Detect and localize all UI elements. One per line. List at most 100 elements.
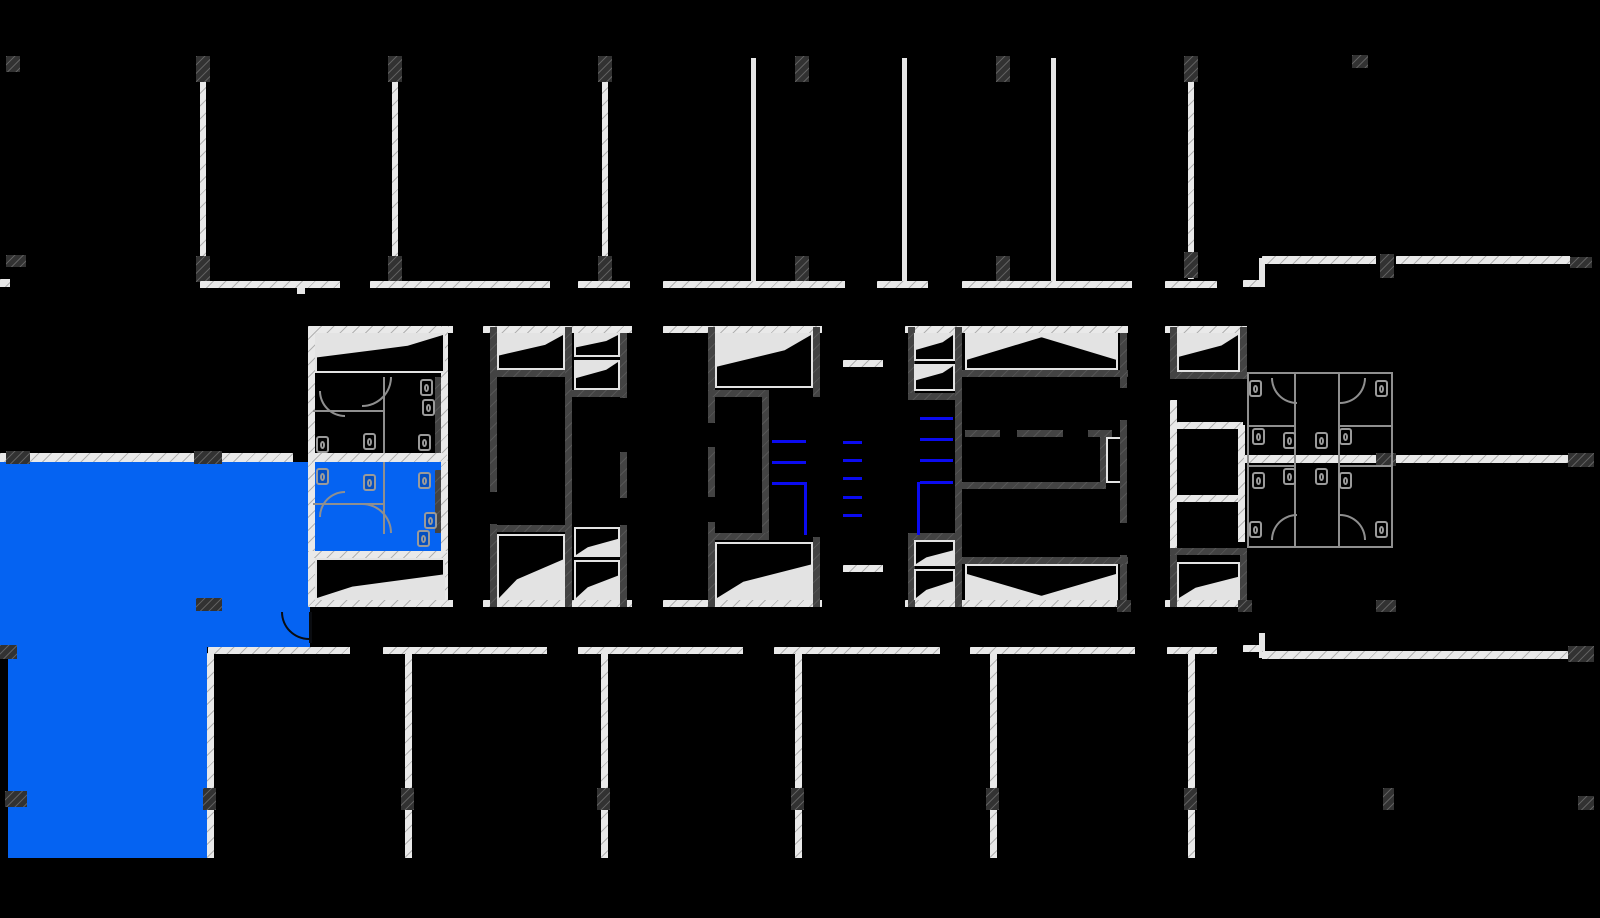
- column: [598, 256, 612, 282]
- column: [597, 788, 610, 810]
- core-wall: [620, 525, 627, 607]
- room-glazing-wedge: [499, 335, 563, 356]
- room-glazing-wedge: [916, 550, 953, 564]
- restroom-partition: [1247, 372, 1249, 548]
- core-room: [1177, 562, 1240, 600]
- restroom-wall: [308, 326, 315, 607]
- toilet-fixture: [1375, 521, 1388, 538]
- core-room: [914, 333, 955, 361]
- toilet-fixture: [1315, 432, 1328, 449]
- restroom-partition: [1294, 372, 1296, 455]
- toilet-fixture: [363, 474, 376, 491]
- highlighted-space-upper[interactable]: [0, 462, 310, 647]
- stair-tread: [772, 461, 806, 464]
- restroom-wall: [441, 326, 448, 607]
- column: [388, 256, 402, 282]
- corridor-wall: [1165, 281, 1217, 288]
- perimeter-wall: [1262, 256, 1376, 264]
- toilet-fixture: [1315, 468, 1328, 485]
- shaft-stub-wall: [843, 565, 883, 572]
- column: [986, 788, 999, 810]
- core-wall: [308, 326, 453, 333]
- perimeter-wall: [1262, 651, 1570, 659]
- core-wall: [1100, 437, 1106, 483]
- demising-wall: [1188, 80, 1194, 279]
- shaft-line: [843, 441, 862, 444]
- toilet-fixture: [424, 512, 437, 529]
- room-glazing-wedge: [916, 366, 953, 381]
- perimeter-step-wall: [1259, 258, 1265, 287]
- room-glazing-wedge: [317, 574, 443, 598]
- column: [1117, 600, 1131, 612]
- stair-tread: [920, 459, 953, 462]
- toilet-fixture: [1252, 428, 1265, 445]
- demising-wall: [392, 80, 398, 283]
- core-room: [574, 527, 620, 557]
- column: [1352, 55, 1368, 68]
- stair-wall: [708, 390, 769, 397]
- restroom-partition: [1249, 465, 1294, 467]
- core-wall: [1120, 555, 1127, 607]
- toilet-fixture: [1249, 521, 1262, 538]
- highlighted-space-lower[interactable]: [8, 647, 207, 858]
- toilet-fixture: [1375, 380, 1388, 397]
- perimeter-wall: [1396, 256, 1570, 264]
- core-wall: [1177, 422, 1243, 429]
- core-wall: [497, 370, 565, 377]
- column: [1570, 257, 1592, 268]
- stair-wall: [708, 522, 715, 607]
- core-wall: [1240, 555, 1247, 607]
- core-room: [574, 560, 620, 600]
- core-wall: [1165, 600, 1247, 607]
- perimeter-step-wall: [1243, 280, 1260, 287]
- demising-wall: [200, 80, 206, 283]
- column: [5, 791, 27, 807]
- shaft-stub-wall: [843, 360, 883, 367]
- toilet-fixture: [1249, 380, 1262, 397]
- column: [194, 451, 222, 464]
- core-wall: [1170, 400, 1177, 555]
- core-wall: [620, 333, 627, 398]
- room-glazing-wedge: [576, 362, 618, 379]
- core-wall: [497, 525, 565, 532]
- core-wall: [1165, 326, 1247, 333]
- core-wall: [663, 326, 822, 333]
- column: [1568, 646, 1594, 662]
- restroom-center-wall: [1396, 455, 1570, 463]
- stair-wall: [908, 327, 915, 397]
- stair-wall: [708, 533, 769, 540]
- room-glazing-wedge: [916, 335, 953, 350]
- core-room: [965, 564, 1118, 600]
- stair-tread: [772, 440, 806, 443]
- room-glazing-wedge: [576, 575, 618, 598]
- room-glazing-wedge: [717, 564, 811, 598]
- corridor-wall: [578, 647, 743, 654]
- stair-wall: [955, 327, 962, 607]
- door-swing-arc: [1340, 378, 1366, 404]
- stair-wall: [708, 327, 715, 423]
- corridor-wall: [970, 647, 1135, 654]
- restroom-partition: [1391, 372, 1393, 548]
- core-wall: [1088, 430, 1112, 437]
- shaft-line: [843, 459, 862, 462]
- column: [1184, 788, 1197, 810]
- room-glazing-wedge: [916, 581, 953, 598]
- stall-partition: [313, 410, 383, 412]
- core-wall: [962, 370, 1128, 377]
- door-swing-arc: [1271, 378, 1297, 404]
- column: [996, 256, 1010, 282]
- column: [6, 56, 20, 72]
- core-room: [315, 333, 445, 373]
- core-room: [965, 333, 1118, 370]
- core-wall: [1238, 425, 1245, 542]
- core-wall: [905, 326, 1128, 333]
- toilet-fixture: [1283, 432, 1296, 449]
- core-room: [574, 333, 620, 357]
- column: [196, 256, 210, 282]
- core-wall: [483, 326, 632, 333]
- perimeter-step-wall: [1259, 633, 1265, 658]
- restroom-wall: [308, 551, 447, 558]
- restroom-wall: [308, 453, 447, 462]
- door-swing-arc: [319, 391, 345, 417]
